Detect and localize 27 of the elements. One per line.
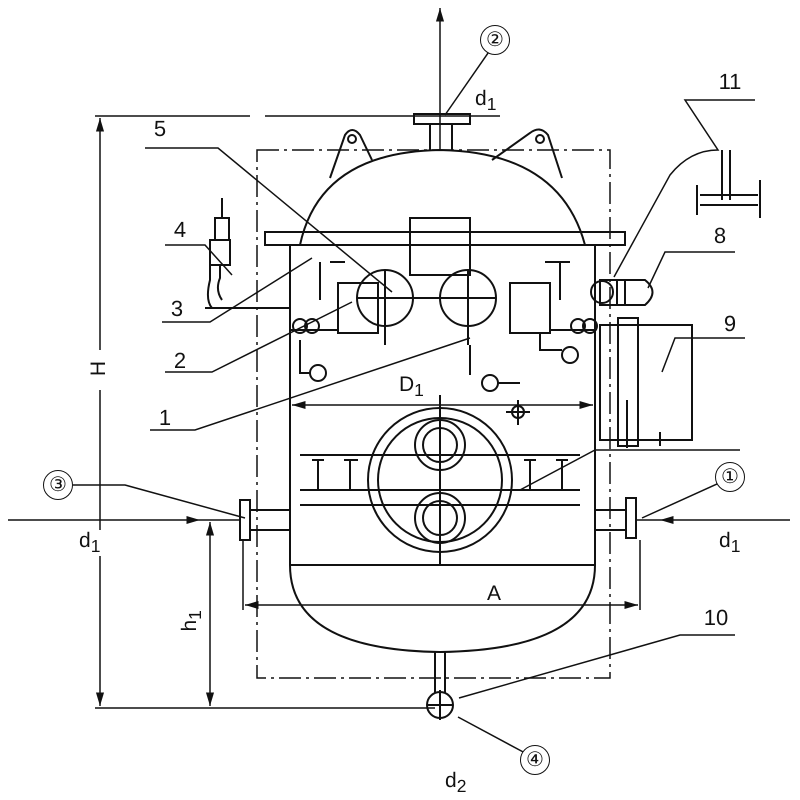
callout-number: 2 (165, 350, 195, 372)
leader-line (458, 634, 735, 699)
callout-number: 5 (145, 110, 175, 148)
leader-line (613, 99, 755, 278)
leader-line (73, 484, 246, 519)
callout-number: 3 (162, 295, 192, 322)
leader-line (444, 52, 489, 116)
callout-number: 9 (715, 310, 745, 338)
callout-number: ① (715, 462, 745, 492)
callout-number: 4 (165, 215, 195, 245)
callout-number: ③ (43, 470, 73, 500)
leader-line (642, 483, 718, 519)
leader-line (458, 716, 524, 753)
leader-line (661, 337, 745, 372)
leader-line (162, 257, 312, 323)
leader-line (150, 337, 470, 431)
leader-line (165, 244, 233, 276)
leader-line (145, 147, 392, 293)
dimension-label: d$_{1}$ (78, 530, 102, 556)
leader-line (647, 251, 735, 288)
callout-number: 8 (705, 220, 735, 252)
callout-number: 10 (697, 600, 735, 635)
leader-line (165, 301, 352, 373)
callout-number: 1 (150, 405, 180, 430)
callout-number: 11 (705, 64, 755, 100)
callout-number: ② (480, 25, 510, 55)
callout-number: ④ (520, 745, 550, 775)
